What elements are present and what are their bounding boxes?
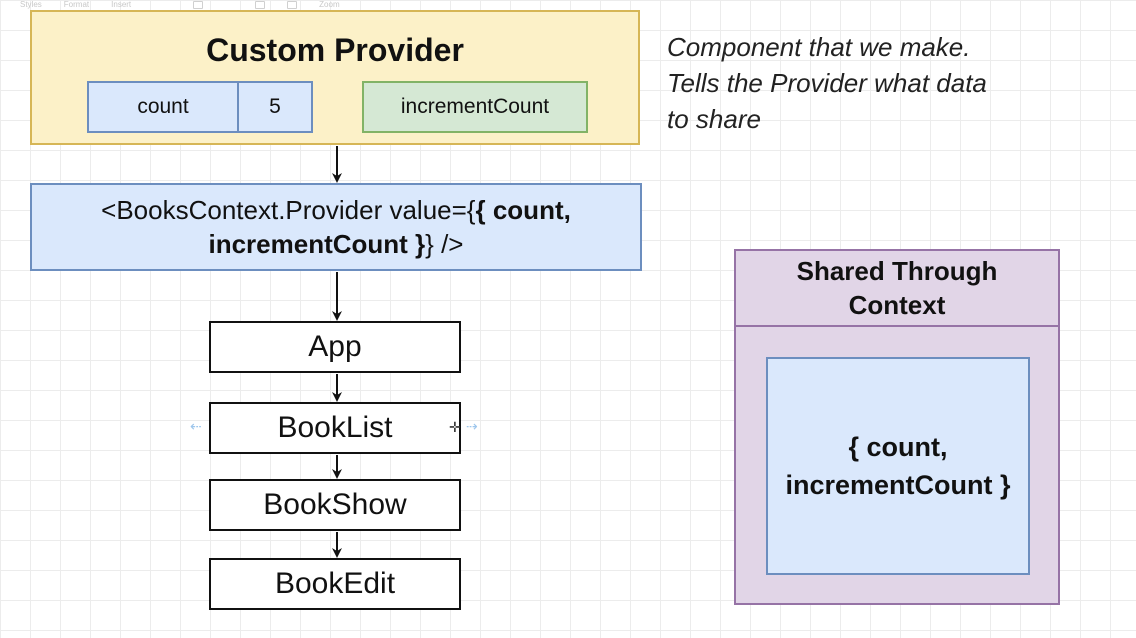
increment-function-cell[interactable]: incrementCount: [362, 81, 588, 133]
move-cursor-icon: ✛: [449, 419, 461, 435]
custom-provider-note[interactable]: Component that we make. Tells the Provid…: [667, 29, 1127, 137]
toolbar-item-styles[interactable]: Styles: [20, 0, 42, 9]
custom-provider-title: Custom Provider: [206, 32, 464, 68]
state-key-cell[interactable]: count: [87, 81, 239, 133]
provider-value-part2: incrementCount }: [208, 229, 426, 259]
shared-context-box[interactable]: Shared Through Context { count, incremen…: [734, 249, 1060, 605]
custom-provider-box[interactable]: Custom Provider count 5 incrementCount: [30, 10, 640, 145]
note-line-1: Component that we make.: [667, 32, 971, 62]
fullscreen-icon[interactable]: [255, 1, 266, 9]
books-provider-text: <BooksContext.Provider value={{ count, i…: [101, 193, 571, 261]
provider-suffix: } />: [425, 229, 464, 259]
note-line-2: Tells the Provider what data: [667, 68, 987, 98]
left-connection-arrow-icon[interactable]: ⇠: [190, 418, 202, 434]
app-component[interactable]: App: [209, 321, 461, 373]
shared-context-header: Shared Through Context: [736, 251, 1058, 327]
shared-value-line-1: { count,: [848, 432, 948, 462]
right-connection-arrow-icon[interactable]: ⇢: [466, 418, 478, 434]
bookedit-component[interactable]: BookEdit: [209, 558, 461, 610]
bookshow-component[interactable]: BookShow: [209, 479, 461, 531]
undo-icon[interactable]: [193, 1, 204, 9]
toolbar-item-insert[interactable]: Insert: [111, 0, 132, 9]
books-context-provider-box[interactable]: <BooksContext.Provider value={{ count, i…: [30, 183, 642, 271]
editor-toolbar: Styles Format Insert Zoom: [20, 0, 340, 10]
toolbar-item-format[interactable]: Format: [63, 0, 90, 9]
provider-prefix: <BooksContext.Provider value={: [101, 195, 476, 225]
shared-title-line-2: Context: [848, 290, 946, 320]
shared-value-box[interactable]: { count, incrementCount }: [766, 357, 1030, 575]
shared-value-line-2: incrementCount }: [785, 470, 1011, 500]
shared-title-line-1: Shared Through: [796, 256, 998, 286]
booklist-component[interactable]: BookList: [209, 402, 461, 454]
state-value-cell[interactable]: 5: [237, 81, 313, 133]
provider-value-part1: { count,: [475, 195, 571, 225]
note-line-3: to share: [667, 104, 761, 134]
zoom-in-icon[interactable]: [287, 1, 298, 9]
toolbar-zoom[interactable]: Zoom: [319, 0, 340, 9]
